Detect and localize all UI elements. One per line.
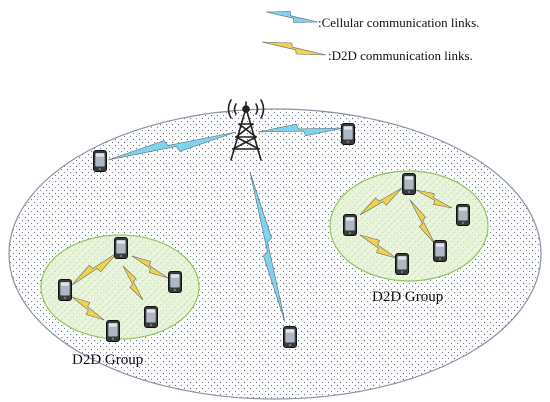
d2d-link (415, 189, 453, 209)
d2d-group-label-left: D2D Group (72, 352, 143, 368)
d2d-group-left (40, 234, 200, 340)
mobile-phone-icon (283, 326, 297, 348)
d2d-link (122, 265, 144, 301)
mobile-phone-icon (402, 173, 416, 195)
d2d-group-right (329, 170, 489, 282)
cellular-links (107, 123, 345, 323)
d2d-link (71, 296, 105, 321)
legend-cellular-link-icon (265, 11, 319, 23)
legend: :Cellular communication links. :D2D comm… (261, 11, 479, 63)
mobile-phone-icon (456, 204, 470, 226)
d2d-group-label-right: D2D Group (372, 289, 443, 305)
mobile-phone-icon (433, 240, 447, 262)
d2d-link (71, 251, 119, 286)
mobile-phone-icon (93, 150, 107, 172)
cellular-link (107, 131, 237, 161)
legend-cellular-bolt (265, 11, 319, 23)
mobile-phone-icon (58, 279, 72, 301)
cell-tower-icon (227, 99, 265, 161)
mobile-phone-icon (341, 123, 355, 145)
mobile-phone-icon (106, 320, 120, 342)
mobile-phone-icon (343, 214, 357, 236)
legend-cellular-label: :Cellular communication links. (318, 15, 479, 30)
legend-d2d-bolt (261, 41, 327, 56)
legend-d2d-label: :D2D communication links. (328, 48, 473, 63)
mobile-phone-icon (168, 271, 182, 293)
d2d-link (359, 187, 403, 216)
d2d-links (71, 187, 453, 321)
legend-d2d-link-icon (261, 41, 327, 56)
mobile-phone-icon (395, 253, 409, 275)
mobile-phone-icon (114, 237, 128, 259)
cellular-link (249, 171, 286, 323)
mobile-phone-icon (144, 306, 158, 328)
